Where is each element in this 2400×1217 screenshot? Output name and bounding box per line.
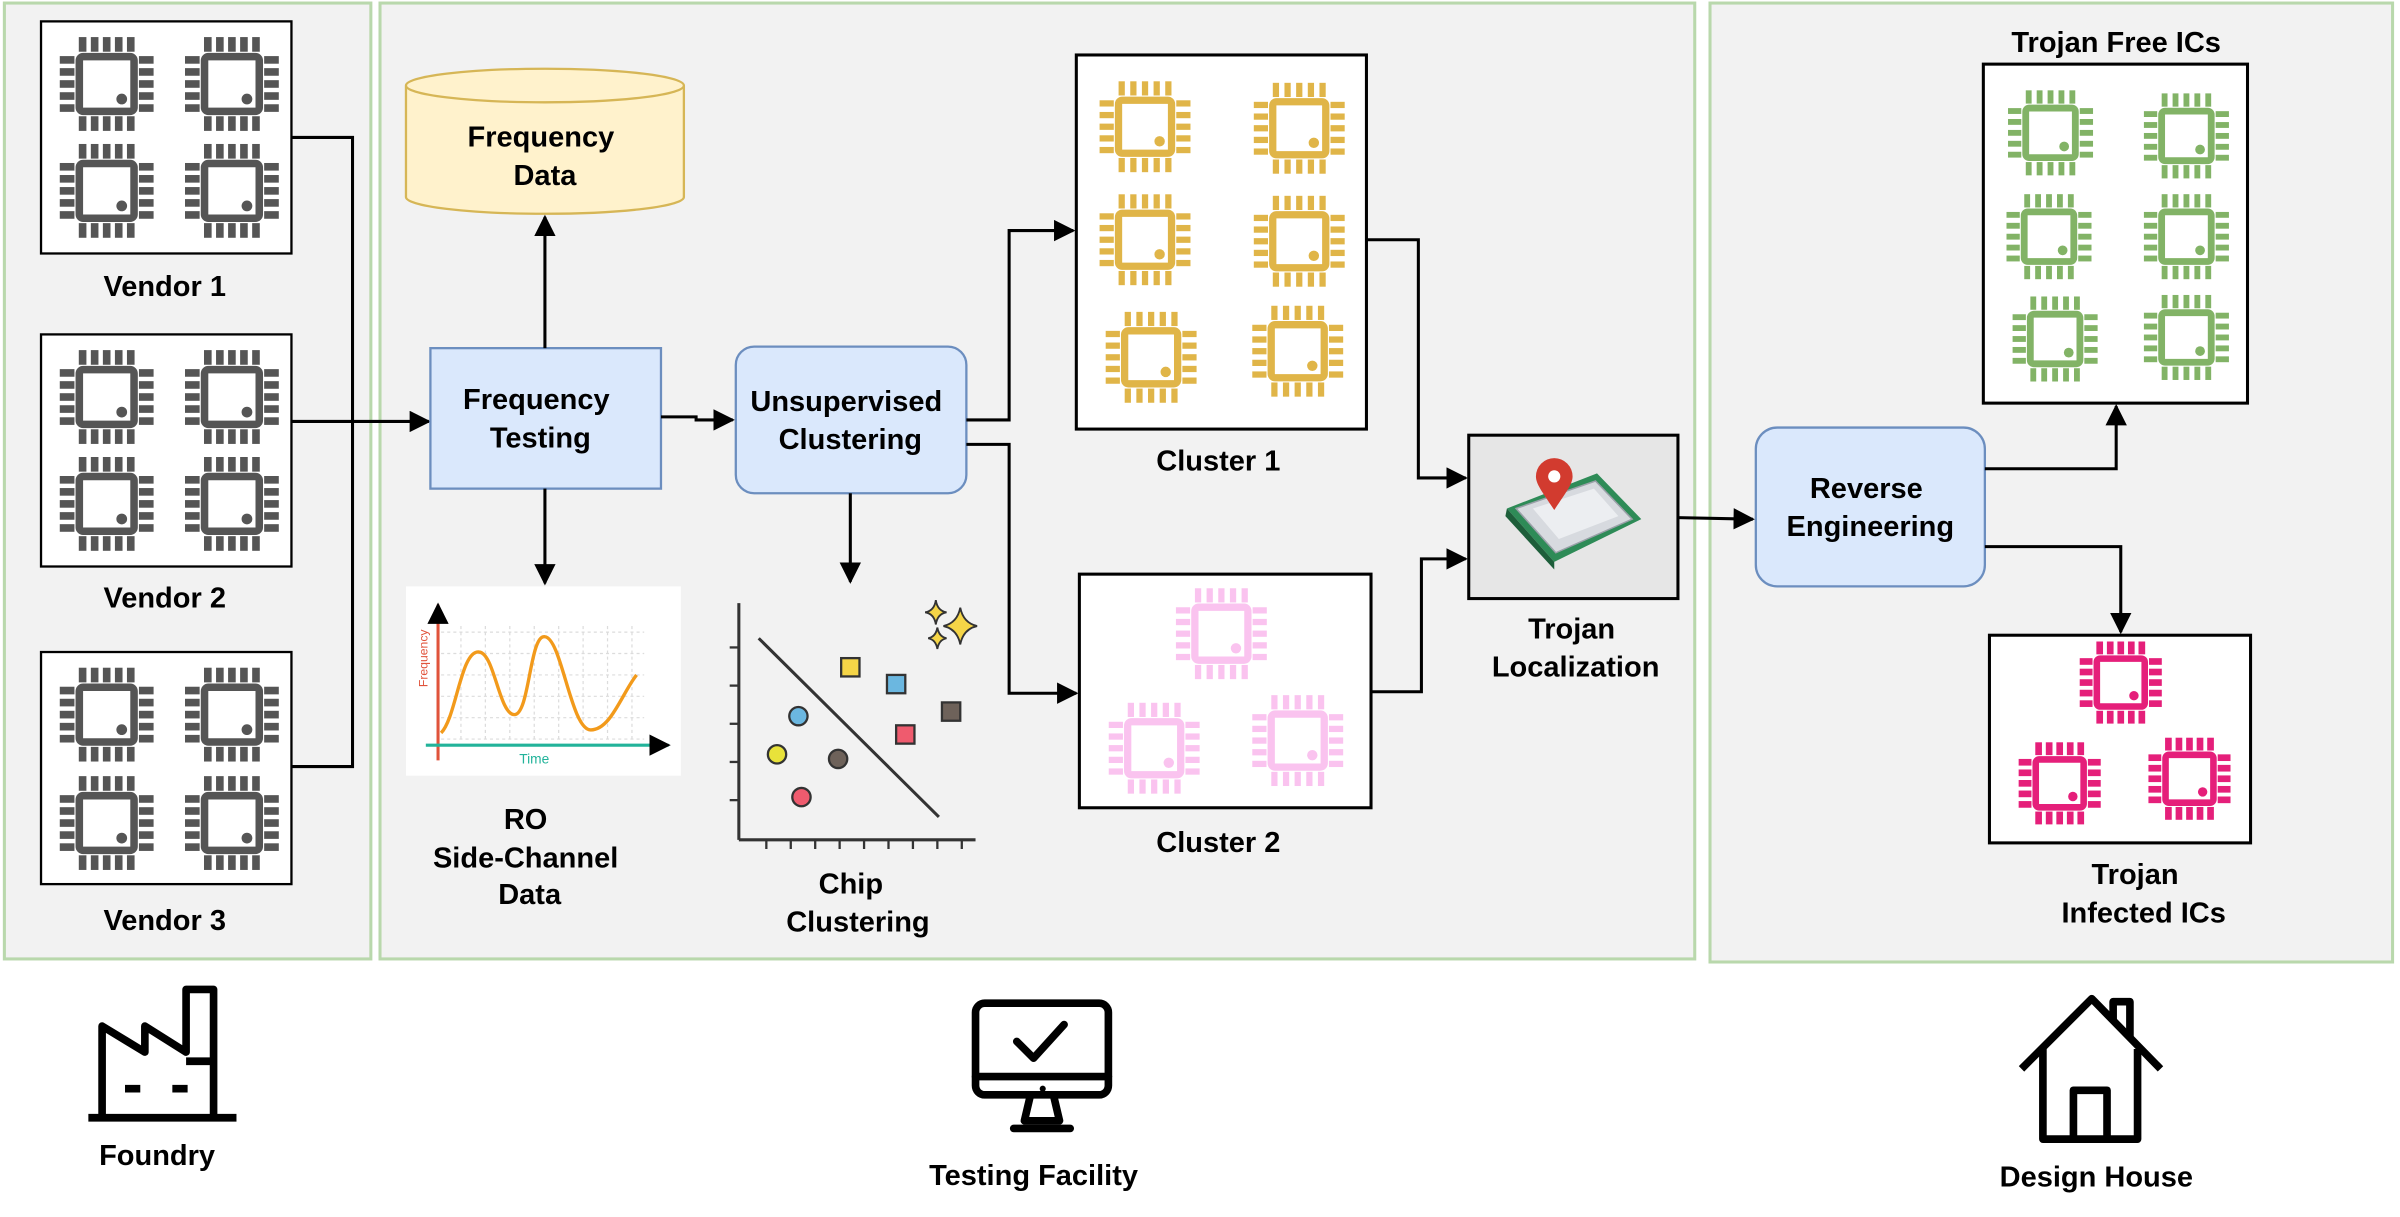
sparkle-icon	[924, 599, 978, 650]
vendor-chip-icon	[184, 143, 279, 238]
cluster-1-chip-icon	[1105, 311, 1197, 403]
scatter-square-point	[894, 724, 916, 745]
cluster-1-chip-icon	[1252, 305, 1344, 397]
cluster-2-chip-icon	[1108, 702, 1200, 794]
trojan-localization-image	[1467, 433, 1680, 601]
trojan-infected-chip-group	[2018, 641, 2231, 825]
vendor-chip-icon	[184, 37, 279, 131]
chip-clustering-scatter	[729, 599, 978, 849]
cluster-2-chip-icon	[1252, 695, 1344, 787]
location-pin-icon	[1535, 458, 1573, 511]
vendor-3-label: Vendor 3	[103, 905, 226, 937]
house-icon	[2018, 994, 2164, 1143]
reverse-to-trojan-free-arrow	[1984, 404, 2127, 471]
cluster-2-chip-icon	[1175, 588, 1267, 680]
reverse-engineering-label: Reverse Engineering	[1787, 473, 1955, 543]
trojan-localization-label: Trojan Localization	[1492, 613, 1660, 683]
clustering-to-cluster2-arrow	[966, 442, 1079, 704]
vendor-chip-icon	[184, 350, 279, 444]
cluster2-to-localization-arrow	[1371, 548, 1468, 694]
frequency-testing-box	[429, 347, 663, 490]
scatter-square-point	[840, 656, 861, 678]
trojan-free-chip-icon	[2143, 294, 2229, 380]
cluster-1-chip-icon	[1253, 82, 1345, 174]
chip-clustering-caption: Chip Clustering	[786, 868, 929, 938]
testing-facility-label: Testing Facility	[929, 1160, 1138, 1192]
trojan-free-chip-icon	[2143, 194, 2229, 280]
frequency-data-label: Frequency Data	[468, 122, 623, 192]
monitor-check-icon	[971, 999, 1113, 1133]
ro-side-channel-caption: RO Side-Channel Data	[433, 804, 626, 911]
frequency-testing-label: Frequency Testing	[463, 384, 618, 454]
cluster-1-label: Cluster 1	[1156, 445, 1280, 477]
scatter-circle-point	[791, 786, 812, 808]
cluster-2-label: Cluster 2	[1156, 827, 1280, 859]
plot-y-label: Frequency	[416, 629, 430, 688]
trojan-free-chip-icon	[2143, 93, 2229, 179]
vendor-connector	[291, 135, 355, 769]
vendor-chip-group	[59, 37, 279, 870]
unsupervised-clustering-label: Unsupervised Clustering	[750, 386, 950, 456]
frequency-data-database	[404, 67, 686, 215]
vendor-chip-icon	[59, 667, 154, 762]
trojan-infected-chip-icon	[2018, 742, 2101, 825]
testing-to-clustering-arrow	[660, 409, 735, 431]
vendor-chip-icon	[59, 456, 154, 551]
cluster1-to-localization-arrow	[1366, 238, 1468, 489]
vendor-chip-icon	[184, 667, 279, 762]
clustering-to-cluster1-arrow	[966, 219, 1076, 422]
vendor-2-label: Vendor 2	[103, 583, 226, 615]
scatter-square-point	[940, 701, 962, 722]
cluster-1-chip-icon	[1099, 81, 1191, 173]
trojan-infected-label: Trojan Infected ICs	[2061, 859, 2225, 929]
trojan-infected-chip-icon	[2148, 737, 2231, 820]
trojan-free-chip-group	[2006, 90, 2229, 382]
scatter-square-point	[885, 673, 907, 695]
monitor-power-dot	[1039, 1085, 1046, 1092]
factory-icon	[88, 985, 237, 1122]
cluster-1-chip-icon	[1099, 194, 1191, 286]
vendor-chip-icon	[184, 456, 279, 551]
vendor-chip-icon	[59, 37, 154, 131]
cluster-2-chip-group	[1108, 588, 1344, 794]
vendor-chip-icon	[59, 776, 154, 870]
trojan-infected-chip-icon	[2079, 641, 2162, 724]
trojan-free-chip-icon	[2008, 90, 2094, 176]
vendor-chip-icon	[184, 776, 279, 870]
trojan-free-label: Trojan Free ICs	[2011, 27, 2221, 59]
cluster-separator-line	[757, 637, 940, 819]
vendor-1-label: Vendor 1	[103, 271, 226, 303]
reverse-to-trojan-infected-arrow	[1984, 545, 2132, 635]
vendor-chip-icon	[59, 143, 154, 238]
unsupervised-clustering-box	[734, 345, 968, 495]
scatter-circle-point	[766, 744, 788, 765]
cluster-1-chip-icon	[1253, 195, 1345, 287]
vendor-chip-icon	[59, 350, 154, 444]
design-house-label: Design House	[2000, 1161, 2193, 1193]
scatter-circle-point	[788, 705, 809, 727]
scatter-circle-point	[827, 748, 849, 770]
trojan-infected-box	[1987, 633, 2253, 845]
trojan-free-chip-icon	[2012, 296, 2098, 382]
ro-frequency-plot: Frequency Time	[405, 586, 681, 776]
foundry-label: Foundry	[99, 1140, 215, 1172]
cluster-1-chip-group	[1099, 81, 1345, 403]
localization-to-reverse-engineering-arrow	[1677, 508, 1755, 530]
plot-x-label: Time	[519, 751, 549, 766]
reverse-engineering-box	[1754, 426, 1987, 588]
trojan-free-chip-icon	[2006, 194, 2092, 280]
plot-frequency-curve	[439, 635, 638, 735]
